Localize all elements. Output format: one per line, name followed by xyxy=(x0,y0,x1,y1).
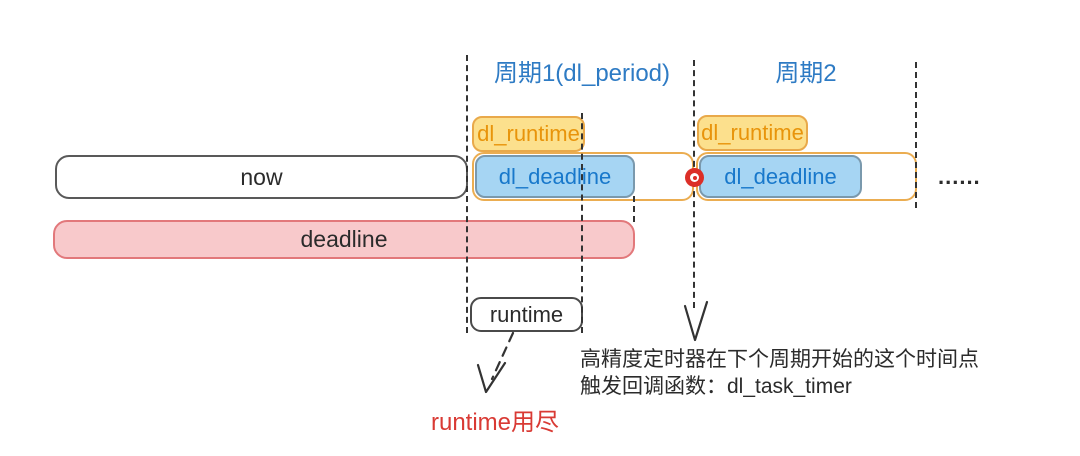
period2-dl-deadline-label: dl_deadline xyxy=(724,163,837,189)
period2-dl-runtime-box: dl_runtime xyxy=(697,115,808,151)
period2-label: 周期2 xyxy=(775,60,837,87)
runtime-exhausted-caption: runtime用尽 xyxy=(430,409,560,436)
timer-note-line1: 高精度定时器在下个周期开始的这个时间点 xyxy=(580,348,979,371)
timer-note: 高精度定时器在下个周期开始的这个时间点 触发回调函数：dl_task_timer xyxy=(580,346,1010,400)
period2-dl-runtime-label: dl_runtime xyxy=(701,120,804,145)
deadline-bar-label: deadline xyxy=(300,226,388,252)
guide-line-runtime-end xyxy=(581,113,583,333)
runtime-chip-label: runtime xyxy=(489,301,564,327)
deadline-bar: deadline xyxy=(53,220,635,259)
now-bar: now xyxy=(55,155,468,199)
timer-note-line2: 触发回调函数：dl_task_timer xyxy=(580,375,852,398)
period-boundary-marker-core xyxy=(692,175,697,180)
timer-arrowhead-icon xyxy=(683,300,709,342)
period1-dl-deadline-box: dl_deadline xyxy=(475,155,635,198)
period1-dl-deadline-label: dl_deadline xyxy=(498,163,612,189)
period1-dl-runtime-label: dl_runtime xyxy=(477,121,580,146)
period1-dl-runtime-box: dl_runtime xyxy=(472,116,585,152)
guide-line-deadline-end xyxy=(633,196,635,222)
guide-line-period1-start xyxy=(466,55,468,333)
period1-label: 周期1(dl_period) xyxy=(493,60,671,87)
period-boundary-marker-icon xyxy=(685,168,704,187)
runtime-exhausted-arrow-icon xyxy=(476,331,515,394)
runtime-chip: runtime xyxy=(470,297,583,332)
continuation-ellipsis: ...... xyxy=(938,164,981,189)
period-boundary-marker-ring xyxy=(690,173,699,182)
period2-dl-deadline-box: dl_deadline xyxy=(699,155,862,198)
now-bar-label: now xyxy=(240,163,283,190)
guide-line-period2-end xyxy=(915,62,917,208)
